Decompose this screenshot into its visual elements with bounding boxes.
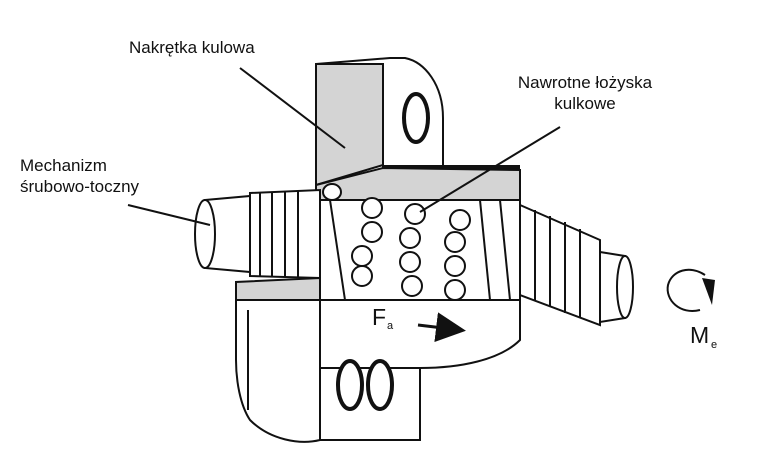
label-ball-nut: Nakrętka kulowa bbox=[129, 38, 255, 57]
force-subscript: a bbox=[387, 320, 394, 332]
force-symbol: F bbox=[372, 304, 387, 330]
nut-upper-flange bbox=[315, 57, 521, 206]
ball-columns bbox=[351, 197, 471, 301]
lower-flange-hole-left bbox=[336, 359, 364, 411]
label-return-bearings: Nawrotne łożyska kulkowe bbox=[500, 72, 670, 114]
label-return-bearings-line-2: kulkowe bbox=[554, 94, 616, 113]
label-return-bearings-line-1: Nawrotne łożyska bbox=[517, 73, 653, 92]
lower-flange-hole-right bbox=[366, 359, 394, 411]
leader-line-mechanism bbox=[127, 204, 211, 226]
leader-line-bearings bbox=[419, 126, 561, 213]
nut-lower-flange bbox=[235, 299, 521, 443]
moment-symbol: M bbox=[690, 322, 710, 348]
screw-shaft-right bbox=[519, 203, 634, 327]
label-ball-screw-mechanism-line-1: Mechanizm bbox=[20, 156, 107, 175]
upper-flange-hole bbox=[402, 92, 430, 144]
leader-lines bbox=[127, 67, 561, 226]
force-arrow bbox=[417, 312, 466, 343]
label-ball-screw-mechanism: Mechanizm śrubowo-toczny bbox=[20, 155, 139, 197]
moment-arrow bbox=[666, 268, 715, 312]
moment-subscript: e bbox=[711, 339, 718, 351]
label-ball-screw-mechanism-line-2: śrubowo-toczny bbox=[20, 177, 140, 196]
leader-line-nut bbox=[239, 67, 346, 149]
screw-shaft-left bbox=[194, 183, 342, 280]
